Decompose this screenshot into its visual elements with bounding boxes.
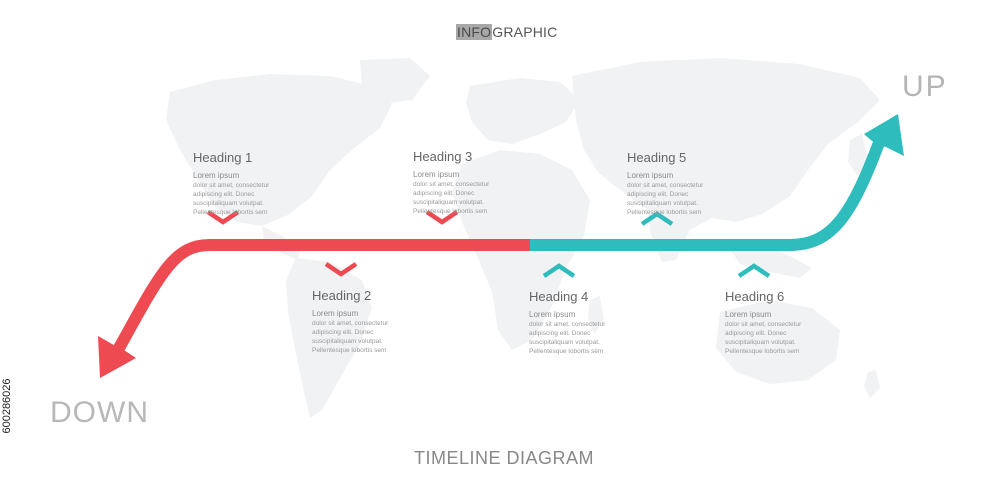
heading-block-4: Heading 4 Lorem ipsum dolor sit amet, co… [529, 289, 659, 356]
heading-block-6: Heading 6 Lorem ipsum dolor sit amet, co… [725, 289, 855, 356]
chevron-up-icon-5 [640, 211, 674, 226]
timeline-diagram-title: TIMELINE DIAGRAM [414, 448, 595, 468]
heading-body-line: dolor sit amet, consectetur [413, 181, 490, 188]
heading-title: Heading 6 [725, 289, 785, 304]
heading-title: Heading 5 [627, 150, 687, 165]
heading-body-line: adipiscing elit. Donec [529, 330, 591, 337]
heading-body-line: Pellentesque lobortis sem [529, 348, 604, 355]
up-label: UP [902, 70, 948, 103]
heading-body-line: dolor sit amet, consectetur [193, 182, 270, 189]
heading-body-line: dolor sit amet, consectetur [529, 321, 606, 328]
heading-subtitle: Lorem ipsum [413, 170, 460, 179]
side-id-text: 600286026 [1, 378, 13, 434]
heading-subtitle: Lorem ipsum [193, 171, 240, 180]
heading-body-line: suscipitaliquam volutpat. [413, 199, 484, 206]
world-map [166, 58, 880, 418]
heading-title: Heading 3 [413, 149, 473, 164]
infographic-title-highlight: INFO [456, 24, 493, 40]
heading-subtitle: Lorem ipsum [627, 171, 674, 180]
heading-body-line: suscipitaliquam volutpat. [312, 338, 383, 345]
down-arrow-path [112, 239, 530, 353]
heading-body-line: suscipitaliquam volutpat. [725, 339, 796, 346]
heading-body-line: Pellentesque lobortis sem [193, 209, 268, 216]
heading-body-line: Pellentesque lobortis sem [413, 208, 488, 215]
heading-body-line: dolor sit amet, consectetur [725, 321, 802, 328]
heading-body-line: adipiscing elit. Donec [725, 330, 787, 337]
down-label: DOWN [50, 396, 149, 429]
heading-body-line: Pellentesque lobortis sem [725, 348, 800, 355]
heading-block-5: Heading 5 Lorem ipsum dolor sit amet, co… [627, 150, 757, 217]
chevron-up-icon-6 [737, 263, 771, 278]
heading-body-line: Pellentesque lobortis sem [627, 209, 702, 216]
heading-body-line: suscipitaliquam volutpat. [529, 339, 600, 346]
heading-subtitle: Lorem ipsum [529, 310, 576, 319]
heading-title: Heading 1 [193, 150, 253, 165]
heading-block-2: Heading 2 Lorem ipsum dolor sit amet, co… [312, 288, 442, 355]
chevron-down-icon-2 [324, 262, 358, 277]
heading-body-line: adipiscing elit. Donec [312, 329, 374, 336]
up-arrow-path [470, 137, 886, 251]
heading-block-3: Heading 3 Lorem ipsum dolor sit amet, co… [413, 149, 543, 216]
infographic-title: INFOGRAPHIC [456, 24, 557, 40]
up-arrow-head [864, 114, 904, 156]
chevron-up-icon-4 [542, 263, 576, 278]
heading-body-line: suscipitaliquam volutpat. [627, 200, 698, 207]
heading-body-line: suscipitaliquam volutpat. [193, 200, 264, 207]
heading-block-1: Heading 1 Lorem ipsum dolor sit amet, co… [193, 150, 323, 217]
heading-body-line: adipiscing elit. Donec [627, 191, 689, 198]
chevron-down-icon-3 [425, 210, 459, 225]
heading-body-line: adipiscing elit. Donec [413, 190, 475, 197]
heading-subtitle: Lorem ipsum [312, 309, 359, 318]
heading-subtitle: Lorem ipsum [725, 310, 772, 319]
heading-title: Heading 4 [529, 289, 589, 304]
heading-body-line: dolor sit amet, consectetur [627, 182, 704, 189]
heading-body-line: dolor sit amet, consectetur [312, 320, 389, 327]
heading-body-line: Pellentesque lobortis sem [312, 347, 387, 354]
infographic-title-rest: GRAPHIC [492, 24, 558, 40]
heading-title: Heading 2 [312, 288, 372, 303]
chevron-down-icon-1 [206, 210, 240, 225]
heading-body-line: adipiscing elit. Donec [193, 191, 255, 198]
down-arrow-head [98, 336, 136, 378]
